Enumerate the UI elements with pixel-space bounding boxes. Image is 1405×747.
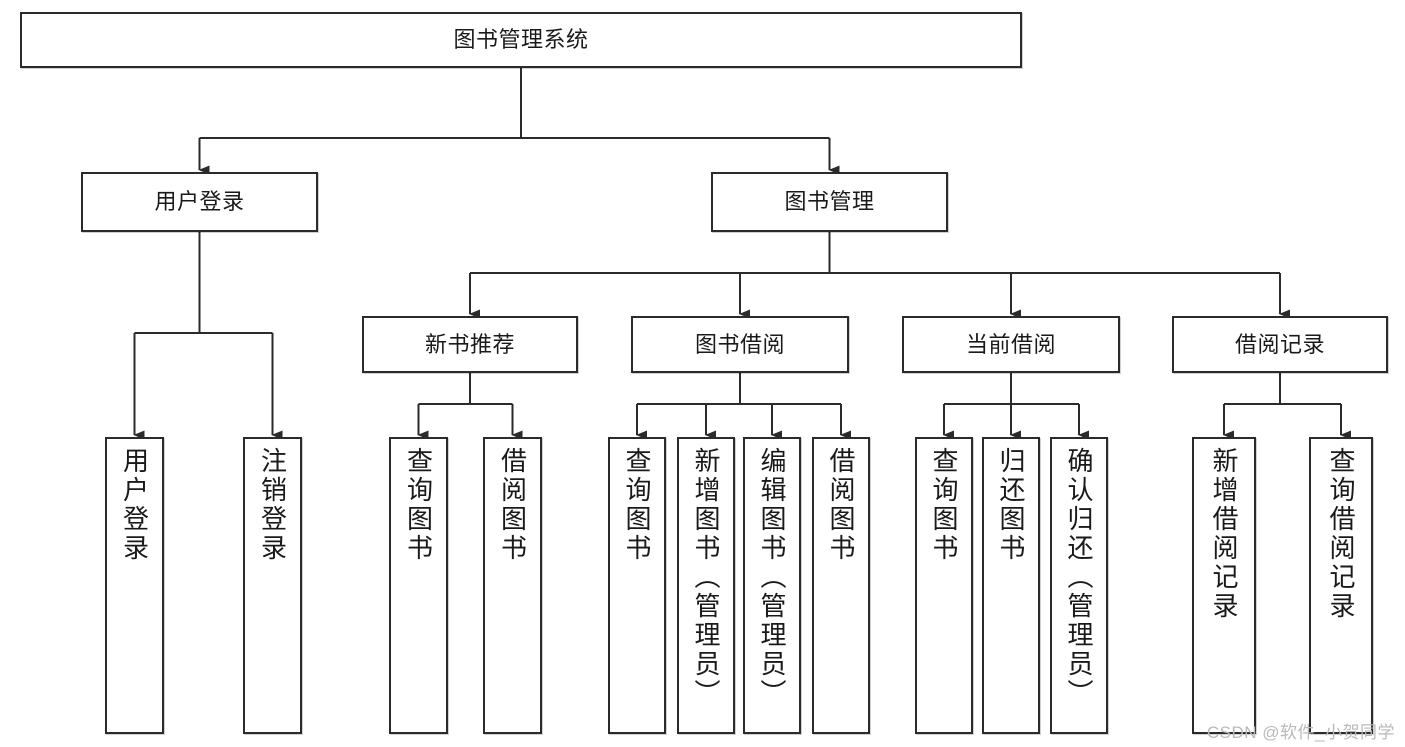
node-root[interactable]: 图书管理系统 <box>20 12 1022 68</box>
node-l5[interactable]: 查询图书 <box>608 437 666 734</box>
edge-layer <box>133 68 1351 440</box>
node-l8[interactable]: 借阅图书 <box>812 437 870 734</box>
node-l4[interactable]: 借阅图书 <box>483 437 542 734</box>
node-label: 确认归还（管理员） <box>1064 447 1094 708</box>
node-l12[interactable]: 新增借阅记录 <box>1192 437 1256 734</box>
node-l1[interactable]: 用户登录 <box>105 437 164 734</box>
node-label: 图书借阅 <box>694 331 785 357</box>
node-l13[interactable]: 查询借阅记录 <box>1309 437 1373 734</box>
node-label: 借阅记录 <box>1234 331 1325 357</box>
node-label: 查询图书 <box>929 447 959 563</box>
node-label: 查询借阅记录 <box>1326 447 1356 621</box>
node-label: 用户登录 <box>154 189 245 215</box>
node-label: 归还图书 <box>996 447 1026 563</box>
node-borrow[interactable]: 图书借阅 <box>631 316 849 373</box>
node-records[interactable]: 借阅记录 <box>1172 316 1388 373</box>
node-label: 编辑图书（管理员） <box>757 447 787 708</box>
node-l10[interactable]: 归还图书 <box>982 437 1040 734</box>
node-label: 查询图书 <box>403 447 434 563</box>
node-l7[interactable]: 编辑图书（管理员） <box>743 437 801 734</box>
node-label: 当前借阅 <box>965 331 1056 357</box>
node-label: 新增图书（管理员） <box>691 447 721 708</box>
node-l11[interactable]: 确认归还（管理员） <box>1050 437 1108 734</box>
node-newbook[interactable]: 新书推荐 <box>362 316 578 373</box>
node-label: 新增借阅记录 <box>1209 447 1239 621</box>
node-bookmgmt[interactable]: 图书管理 <box>711 172 948 232</box>
node-current[interactable]: 当前借阅 <box>902 316 1120 373</box>
node-l3[interactable]: 查询图书 <box>389 437 448 734</box>
node-label: 图书管理系统 <box>453 27 589 53</box>
node-label: 用户登录 <box>119 447 150 563</box>
node-login[interactable]: 用户登录 <box>81 172 318 232</box>
node-label: 查询图书 <box>622 447 652 563</box>
node-label: 借阅图书 <box>826 447 856 563</box>
node-label: 图书管理 <box>784 189 875 215</box>
node-label: 借阅图书 <box>497 447 528 563</box>
csdn-watermark: CSDN @软件_小贺同学 <box>1206 723 1395 742</box>
node-label: 新书推荐 <box>424 331 515 357</box>
node-l9[interactable]: 查询图书 <box>915 437 973 734</box>
node-l2[interactable]: 注销登录 <box>243 437 302 734</box>
node-label: 注销登录 <box>257 447 288 563</box>
node-l6[interactable]: 新增图书（管理员） <box>677 437 735 734</box>
